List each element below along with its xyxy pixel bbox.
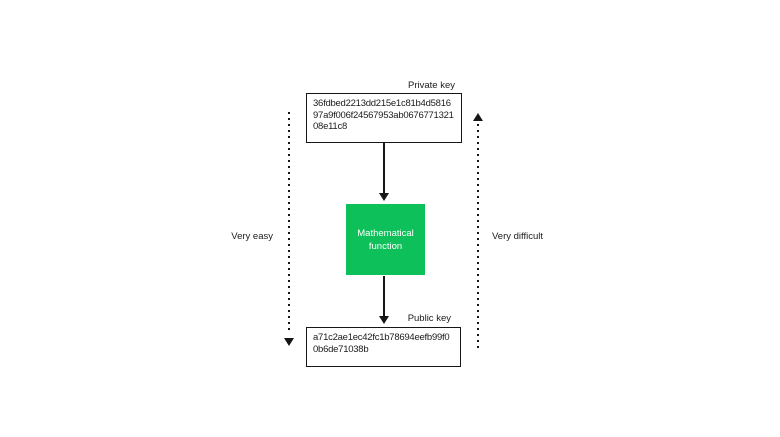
public-key-value: a71c2ae1ec42fc1b78694eefb99f0 0b6de71038… [313, 332, 450, 355]
arrowhead-down-icon [379, 316, 389, 324]
arrow-function-to-public-line [383, 276, 385, 316]
arrowhead-down-icon [379, 193, 389, 201]
very-difficult-label: Very difficult [492, 231, 544, 242]
mathematical-function-box: Mathematical function [346, 204, 425, 275]
easy-direction-dotted-line [288, 112, 290, 334]
private-key-box: 36fdbed2213dd215e1c81b4d5816 97a9f006f24… [306, 93, 462, 143]
public-key-label: Public key [407, 313, 451, 324]
mathematical-function-label: Mathematical function [357, 227, 414, 252]
arrowhead-up-icon [473, 113, 483, 121]
public-key-box: a71c2ae1ec42fc1b78694eefb99f0 0b6de71038… [306, 327, 461, 367]
very-easy-label: Very easy [231, 231, 273, 242]
difficult-direction-dotted-line [477, 124, 479, 350]
private-key-label: Private key [408, 80, 455, 91]
arrowhead-down-icon [284, 338, 294, 346]
arrow-private-to-function-line [383, 143, 385, 193]
private-key-value: 36fdbed2213dd215e1c81b4d5816 97a9f006f24… [313, 98, 454, 132]
